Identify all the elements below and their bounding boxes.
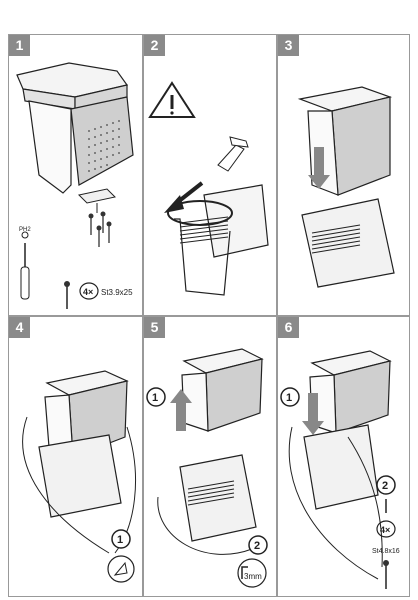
callout-number: 2 (254, 540, 260, 552)
step-number-badge: 4 (9, 317, 30, 338)
hex-key-icon (237, 558, 267, 588)
lid-removal-illustration: 1 2 3mm (146, 348, 268, 588)
side-clip-illustration: 1 (22, 370, 136, 583)
step-number-badge: 2 (144, 35, 165, 56)
screw-spec: St4.8x16 (372, 548, 400, 555)
quantity-badge (79, 282, 99, 300)
step-panel-6: 6 1 2 4× St4.8x16 (277, 316, 410, 597)
step-number-badge: 5 (144, 317, 165, 338)
quantity-badge (376, 520, 396, 538)
callout-circle (376, 475, 396, 495)
down-arrow-icon (308, 147, 330, 189)
final-fixing-illustration: 1 2 4× St4.8x16 (280, 350, 400, 589)
warning-icon (148, 81, 196, 118)
up-arrow-icon (170, 389, 192, 431)
down-arrow-icon (302, 393, 324, 435)
step-panel-4: 4 1 (8, 316, 143, 597)
screw-quantity: 4× (83, 287, 93, 297)
clip-tool-icon (107, 555, 135, 583)
callout-circle (111, 529, 131, 549)
latch-release-illustration (148, 81, 269, 296)
step-number-badge: 1 (9, 35, 30, 56)
screw-icon (383, 560, 389, 589)
step-panel-1: 1 PH2 (8, 34, 143, 316)
step-panel-3: 3 (277, 34, 410, 316)
armrest-assembly-illustration: PH2 4× St3.9x25 (16, 62, 134, 309)
hex-key-size: 3mm (244, 572, 262, 581)
callout-circle (280, 387, 300, 407)
step-number-badge: 3 (278, 35, 299, 56)
callout-number: 1 (117, 534, 123, 546)
callout-number: 2 (382, 480, 388, 492)
callout-number: 1 (152, 392, 158, 404)
lid-insertion-illustration (297, 86, 395, 288)
screwdriver-icon (20, 231, 30, 300)
screw-spec: St3.9x25 (101, 288, 133, 297)
tool-label: PH2 (19, 227, 31, 233)
callout-circle (146, 387, 166, 407)
step-panel-5: 5 1 2 3mm (143, 316, 277, 597)
step-number-badge: 6 (278, 317, 299, 338)
callout-circle (248, 535, 268, 555)
callout-number: 1 (286, 392, 292, 404)
step-panel-2: 2 (143, 34, 277, 316)
screw-quantity: 4× (380, 525, 390, 535)
